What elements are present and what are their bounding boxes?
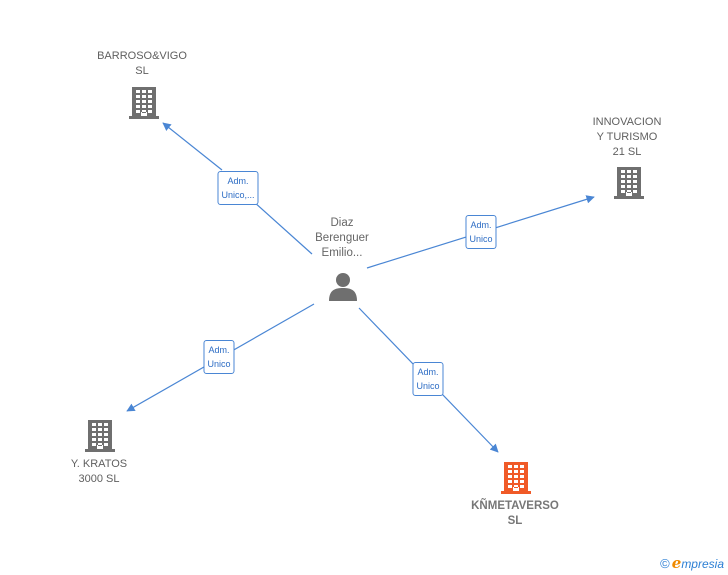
company-name-line: 21 SL (612, 146, 642, 158)
person-name-line: Berenguer (315, 232, 369, 244)
company-label-knmetaverso[interactable]: KÑMETAVERSO SL (471, 499, 559, 529)
company-label-barroso[interactable]: BARROSO&VIGO SL (97, 49, 187, 79)
person-name: Diaz Berenguer Emilio... (315, 216, 369, 261)
edge-label-line: Adm. (417, 367, 439, 377)
company-name-line: Y TURISMO (596, 131, 658, 143)
edge-label-innovacion[interactable]: Adm. Unico (465, 215, 497, 249)
edge-label-line: Adm. (227, 176, 249, 186)
edge-label-line: Adm. (208, 345, 230, 355)
building-icon[interactable] (128, 85, 160, 119)
company-name-line: BARROSO&VIGO (97, 50, 187, 62)
edge-line-barroso-segment (253, 201, 313, 255)
brand-logo-initial: e (671, 554, 682, 572)
person-icon[interactable] (327, 271, 359, 303)
edge-label-barroso[interactable]: Adm. Unico,... (217, 171, 259, 205)
company-name-line: SL (135, 65, 149, 77)
building-icon[interactable] (84, 418, 116, 452)
building-icon[interactable] (500, 460, 532, 494)
edge-label-line: Unico,... (221, 190, 255, 200)
brand-name: mpresia (681, 557, 724, 571)
edge-line-barroso (162, 122, 223, 171)
company-name-line: 3000 SL (78, 473, 120, 485)
company-name-line: KÑMETAVERSO (471, 500, 559, 512)
building-icon[interactable] (613, 165, 645, 199)
copyright-icon: © (660, 556, 670, 571)
brand-watermark: ©empresia (660, 554, 724, 572)
edge-label-line: Adm. (470, 220, 492, 230)
company-name-line: Y. KRATOS (70, 458, 128, 470)
edge-label-knmetaverso[interactable]: Adm. Unico (412, 362, 444, 396)
company-label-innovacion[interactable]: INNOVACION Y TURISMO 21 SL (593, 115, 662, 160)
edge-label-line: Unico (416, 381, 440, 391)
person-name-line: Emilio... (321, 247, 363, 259)
company-name-line: SL (507, 515, 523, 527)
person-name-line: Diaz (330, 217, 354, 229)
edge-label-line: Unico (469, 234, 493, 244)
edge-label-line: Unico (207, 359, 231, 369)
company-name-line: INNOVACION (592, 116, 662, 128)
company-label-kratos[interactable]: Y. KRATOS 3000 SL (71, 457, 127, 487)
edge-label-kratos[interactable]: Adm. Unico (203, 340, 235, 374)
